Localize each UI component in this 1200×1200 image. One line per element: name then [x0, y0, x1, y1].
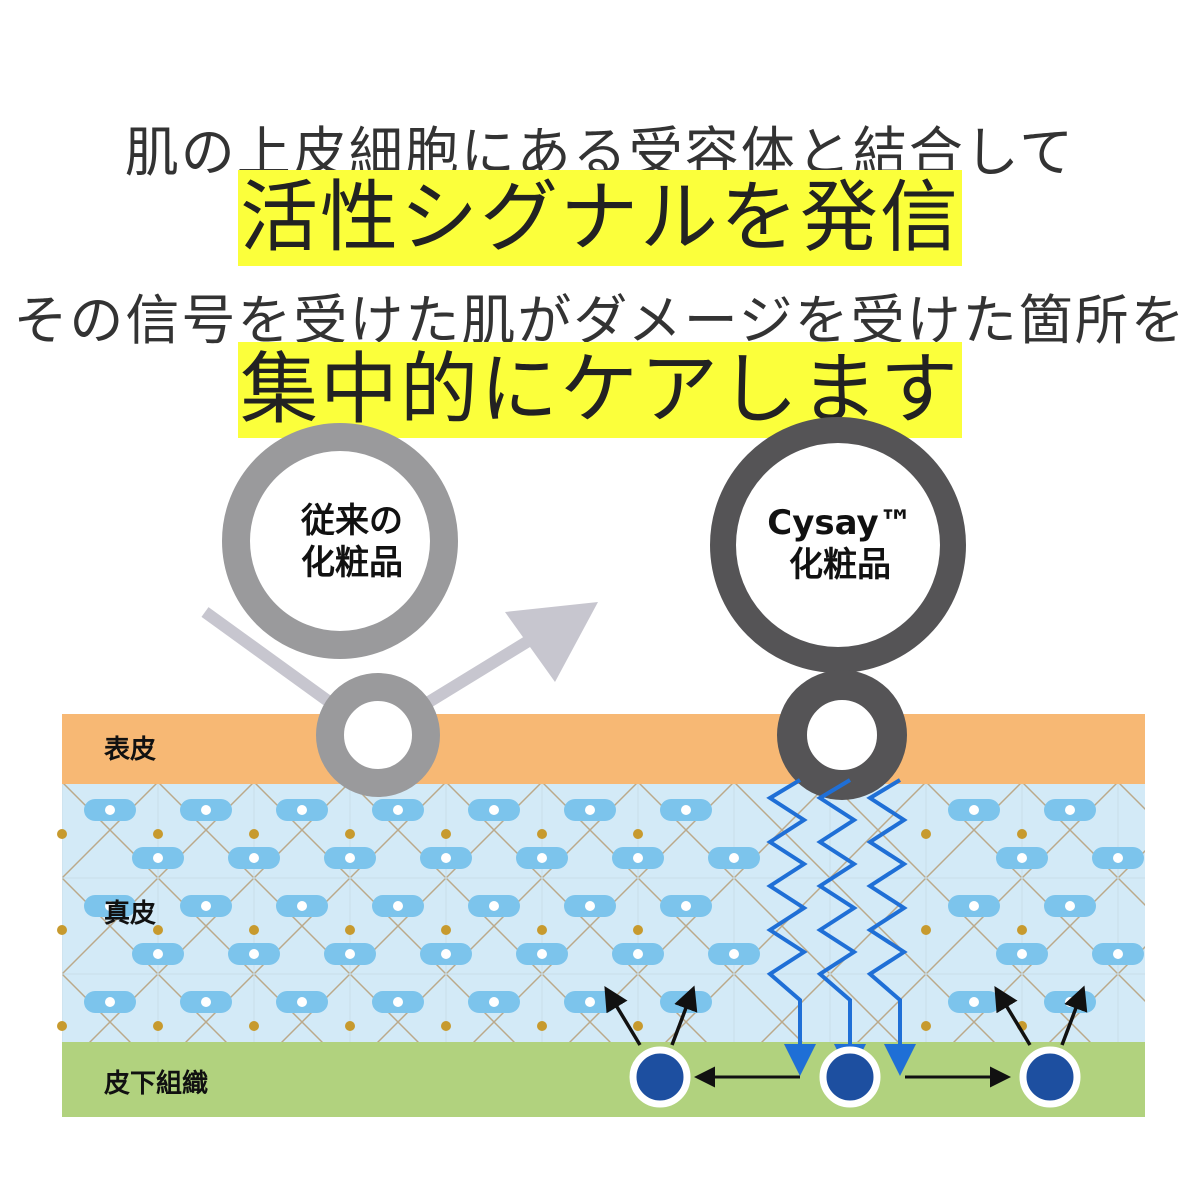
lattice-node: [345, 925, 355, 935]
epidermis-layer: [62, 714, 1145, 784]
lattice-node: [249, 1021, 259, 1031]
lattice-node: [537, 1021, 547, 1031]
lattice-node: [153, 925, 163, 935]
dermis-cell-nucleus: [633, 853, 643, 863]
dermis-cell-nucleus: [105, 805, 115, 815]
dermis-cell-nucleus: [201, 901, 211, 911]
cysay-label-1: Cysay™: [767, 503, 912, 543]
lattice-node: [633, 1021, 643, 1031]
arrow-left-up-1: [604, 986, 642, 1046]
dermis-cell-nucleus: [1065, 805, 1075, 815]
lattice-node: [153, 829, 163, 839]
dermis-cell-nucleus: [249, 853, 259, 863]
dermis-cell-nucleus: [681, 805, 691, 815]
dermis-cell-nucleus: [1113, 853, 1123, 863]
dermis-cell-nucleus: [969, 901, 979, 911]
conventional-label-2: 化粧品: [301, 543, 403, 583]
dermis-cell-nucleus: [393, 901, 403, 911]
subcutaneous-label: 皮下組織: [104, 1068, 208, 1099]
dermis-cell-nucleus: [105, 901, 115, 911]
signal-wave-2: [816, 778, 866, 1076]
dermis-cell-nucleus: [441, 853, 451, 863]
headline-line-3: その信号を受けた肌がダメージを受けた箇所を: [13, 289, 1187, 352]
headline-line-2: 活性シグナルを発信: [237, 170, 962, 266]
lattice-node: [57, 925, 67, 935]
dermis-cell-nucleus: [153, 949, 163, 959]
lattice-node: [921, 829, 931, 839]
dermis-cell-nucleus: [585, 901, 595, 911]
dermis-cell-nucleus: [489, 805, 499, 815]
dermis-cell-nucleus: [153, 853, 163, 863]
cysay-receptor: [777, 670, 907, 800]
dermis-cell-nucleus: [249, 949, 259, 959]
lattice-node: [153, 1021, 163, 1031]
lattice-node: [345, 829, 355, 839]
cell-left: [629, 1046, 691, 1108]
dermis-cell-nucleus: [537, 949, 547, 959]
conventional-receptor: [316, 673, 440, 797]
dermis-cells: [57, 799, 1144, 1031]
lattice-node: [633, 829, 643, 839]
arrow-right-up-2: [1060, 985, 1088, 1046]
lattice-node: [57, 829, 67, 839]
arrow-right-up-1: [994, 986, 1032, 1046]
lattice-node: [537, 829, 547, 839]
dermis-cell-nucleus: [345, 949, 355, 959]
lattice-node: [1017, 829, 1027, 839]
lattice-node: [441, 1021, 451, 1031]
dermis-cell-nucleus: [633, 949, 643, 959]
dermis-cell-nucleus: [969, 997, 979, 1007]
signal-wave-1: [766, 778, 816, 1076]
lattice-node: [921, 1021, 931, 1031]
epidermis-label: 表皮: [104, 735, 156, 765]
deflection-arrow-head: [505, 602, 598, 682]
lattice-node: [633, 925, 643, 935]
signal-wave-3: [866, 778, 916, 1076]
lattice-node: [345, 1021, 355, 1031]
dermis-cell-nucleus: [537, 853, 547, 863]
dermis-cell-nucleus: [969, 805, 979, 815]
dermis-cell-nucleus: [1065, 997, 1075, 1007]
cell-center: [819, 1046, 881, 1108]
lattice-node: [1017, 925, 1027, 935]
dermis-cell-nucleus: [201, 805, 211, 815]
cell-right: [1019, 1046, 1081, 1108]
dermis-cell-nucleus: [105, 997, 115, 1007]
dermis-cell-nucleus: [585, 805, 595, 815]
lattice-node: [441, 925, 451, 935]
conventional-cosmetic-ring: [222, 423, 458, 659]
dermis-cell-nucleus: [1065, 901, 1075, 911]
dermis-cell-nucleus: [393, 805, 403, 815]
dermis-cell-nucleus: [297, 997, 307, 1007]
conventional-label-1: 従来の: [300, 501, 403, 541]
dermis-cell-nucleus: [201, 997, 211, 1007]
dermis-cell-nucleus: [1017, 853, 1027, 863]
lattice-node: [57, 1021, 67, 1031]
lattice-node: [249, 829, 259, 839]
dermis-cell-nucleus: [1017, 949, 1027, 959]
cysay-label-2: 化粧品: [789, 545, 891, 585]
headline-highlight-1: 活性シグナルを発信: [0, 170, 1200, 266]
lattice-node: [441, 829, 451, 839]
dermis-cell-nucleus: [345, 853, 355, 863]
cysay-cosmetic-ring: [710, 417, 966, 673]
lattice-node: [249, 925, 259, 935]
lattice-node: [537, 925, 547, 935]
dermis-cell-nucleus: [681, 901, 691, 911]
lattice-node: [921, 925, 931, 935]
subcutaneous-layer: [62, 1042, 1145, 1117]
dermis-cell-nucleus: [1113, 949, 1123, 959]
dermis-cell-nucleus: [729, 949, 739, 959]
dermis-cell-nucleus: [729, 853, 739, 863]
dermis-cell-nucleus: [297, 805, 307, 815]
dermis-cell-nucleus: [441, 949, 451, 959]
arrow-left-up-2: [670, 985, 698, 1046]
dermis-cell-nucleus: [297, 901, 307, 911]
dermis-cell-nucleus: [393, 997, 403, 1007]
dermis-label: 真皮: [104, 899, 156, 929]
dermis-cell-nucleus: [489, 997, 499, 1007]
dermis-cell-nucleus: [489, 901, 499, 911]
dermis-cell-nucleus: [585, 997, 595, 1007]
